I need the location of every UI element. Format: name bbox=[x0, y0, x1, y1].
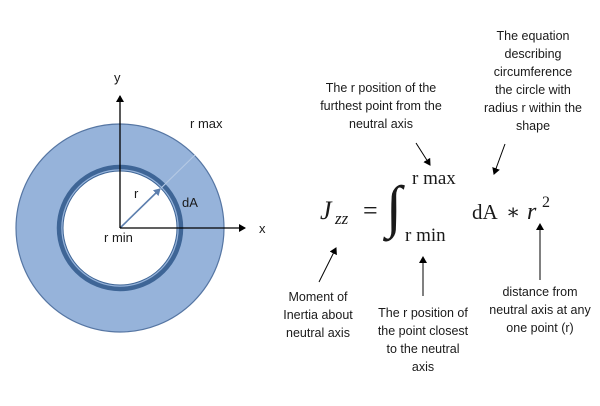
annotation-distance: distance from neutral axis at any one po… bbox=[489, 285, 591, 335]
lower-limit: r min bbox=[405, 225, 446, 246]
times-sign: ∗ bbox=[506, 200, 520, 224]
equation-equals: = bbox=[363, 196, 378, 225]
r-variable: r bbox=[527, 199, 537, 225]
pointer-moment bbox=[318, 247, 337, 283]
integral-sign: ∫ bbox=[382, 174, 405, 242]
annotation-closest-point: The r position of the point closest to t… bbox=[377, 306, 469, 374]
pointer-circumference bbox=[492, 143, 506, 175]
r-exponent: 2 bbox=[542, 194, 550, 211]
upper-limit: r max bbox=[412, 168, 456, 189]
integrand-dA: dA bbox=[472, 200, 499, 224]
annotation-moment-of-inertia: Moment of Inertia about neutral axis bbox=[283, 290, 353, 340]
annotation-furthest-point: The r position of the furthest point fro… bbox=[320, 81, 442, 131]
x-axis-label: x bbox=[259, 221, 266, 236]
r-label: r bbox=[134, 186, 139, 201]
equation-J: J bbox=[320, 196, 333, 225]
r-min-label: r min bbox=[104, 230, 133, 245]
r-radius-arrow bbox=[119, 188, 161, 229]
annotation-circumference-equation: The equation describing circumference th… bbox=[484, 29, 582, 133]
equation-J-subscript: zz bbox=[334, 209, 349, 228]
r-max-label: r max bbox=[190, 116, 223, 131]
y-axis-label: y bbox=[114, 70, 121, 85]
dA-label: dA bbox=[182, 195, 198, 210]
pointer-furthest bbox=[415, 142, 431, 166]
